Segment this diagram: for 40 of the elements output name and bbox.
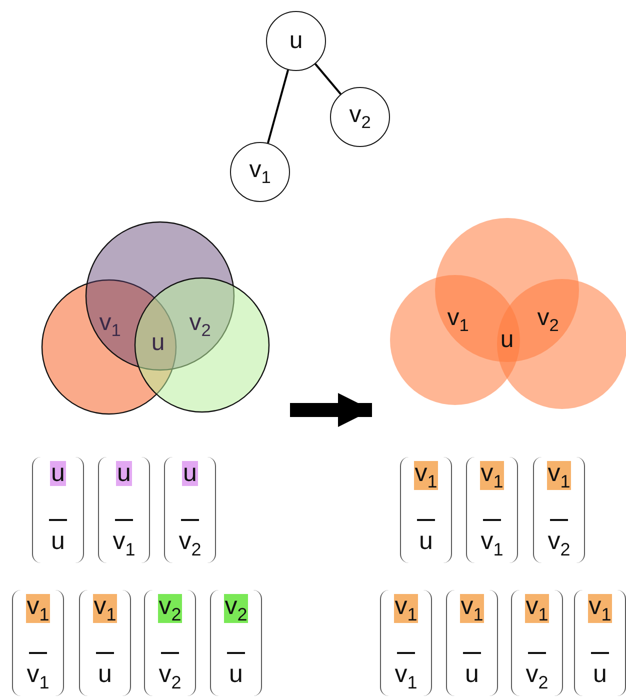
denominator: v$_{2}$ <box>526 662 548 692</box>
denominator: u <box>419 529 433 554</box>
highlighted-numerator: v$_{2}$ <box>158 594 182 624</box>
highlighted-numerator: v$_{1}$ <box>92 594 118 624</box>
region-label: v$_{2}$ <box>537 306 559 334</box>
denominator: v$_{1}$ <box>112 529 136 558</box>
region-label: u <box>151 331 165 355</box>
region-label: v$_{1}$ <box>447 306 469 334</box>
denominator: u <box>98 662 112 687</box>
highlighted-numerator: v$_{1}$ <box>480 461 504 490</box>
region-label: v$_{1}$ <box>99 310 121 340</box>
tree-edge <box>314 63 342 95</box>
denominator: v$_{1}$ <box>480 529 504 558</box>
highlighted-numerator: v$_{1}$ <box>588 594 612 624</box>
denominator: v$_{2}$ <box>158 662 182 692</box>
denominator: v$_{1}$ <box>394 662 418 692</box>
node-label: v$_{2}$ <box>349 102 371 132</box>
tree-edge <box>266 70 290 144</box>
highlighted-numerator: u <box>50 461 66 486</box>
highlighted-numerator: v$_{1}$ <box>546 461 572 490</box>
node-label: v$_{1}$ <box>249 158 271 186</box>
node-label: u <box>289 29 303 53</box>
region-label: v$_{2}$ <box>189 310 211 340</box>
highlighted-numerator: v$_{1}$ <box>460 594 484 624</box>
region-label: u <box>500 328 514 352</box>
denominator: v$_{1}$ <box>26 662 50 692</box>
highlighted-numerator: u <box>182 461 198 486</box>
highlighted-numerator: v$_{1}$ <box>394 594 418 624</box>
highlighted-numerator: u <box>116 461 132 486</box>
denominator: u <box>593 662 607 687</box>
denominator: u <box>465 662 479 687</box>
highlighted-numerator: v$_{1}$ <box>26 594 50 624</box>
denominator: u <box>229 662 243 687</box>
highlighted-numerator: v$_{1}$ <box>414 461 438 490</box>
block-arrow <box>290 393 372 427</box>
highlighted-numerator: v$_{2}$ <box>224 594 248 624</box>
denominator: v$_{2}$ <box>548 529 570 558</box>
denominator: v$_{2}$ <box>178 529 202 558</box>
denominator: u <box>51 529 65 554</box>
highlighted-numerator: v$_{1}$ <box>524 594 550 624</box>
